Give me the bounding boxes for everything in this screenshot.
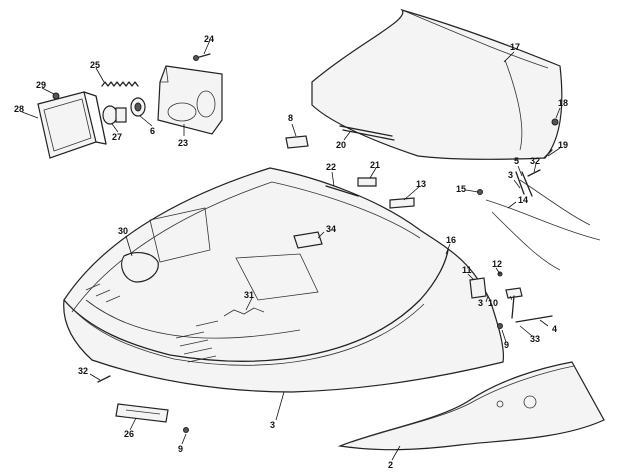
headlight-bulb [102, 105, 127, 125]
screw-9b [183, 427, 189, 433]
bolt-24 [193, 53, 211, 61]
screw-19 [543, 149, 553, 159]
headlight-bracket [157, 65, 223, 135]
callout-12: 12 [492, 259, 502, 269]
callout-5: 5 [514, 156, 519, 166]
callout-16: 16 [446, 235, 456, 245]
callout-32a: 32 [78, 366, 88, 376]
callout-25: 25 [90, 60, 100, 70]
hood-trim [63, 249, 449, 366]
callout-15: 15 [456, 184, 466, 194]
callout-18: 18 [558, 98, 568, 108]
decal-8 [285, 135, 309, 149]
callout-4: 4 [552, 324, 557, 334]
callout-21: 21 [370, 160, 380, 170]
latch-plate-26 [115, 403, 169, 423]
callout-33: 33 [530, 334, 540, 344]
callout-23: 23 [178, 138, 188, 148]
hood-linkage [485, 179, 601, 271]
latch-knob-10 [505, 287, 523, 319]
callout-8: 8 [288, 113, 293, 123]
hood [63, 167, 505, 393]
callout-1: 3 [270, 420, 275, 430]
latch-bracket-11 [469, 277, 487, 299]
callout-31: 31 [244, 290, 254, 300]
bulb-socket [130, 97, 146, 117]
callout-13: 13 [416, 179, 426, 189]
callout-24: 24 [204, 34, 214, 44]
callout-19: 19 [558, 140, 568, 150]
decal-21 [357, 177, 377, 187]
callout-28: 28 [14, 104, 24, 114]
windshield [311, 8, 563, 160]
trim-strip-22 [325, 185, 359, 197]
callout-27: 27 [112, 132, 122, 142]
callout-30: 30 [118, 226, 128, 236]
callout-29: 29 [36, 80, 46, 90]
callout-17: 17 [510, 42, 520, 52]
callout-labels: 3 2 3 3 4 5 6 8 9 9 10 11 12 13 14 15 16… [14, 34, 568, 470]
callout-3b: 3 [478, 298, 483, 308]
callout-26: 26 [124, 429, 134, 439]
washer-9a [497, 323, 503, 329]
headlight [37, 91, 107, 159]
leader-lines [21, 39, 561, 461]
windshield-trim [339, 125, 395, 141]
callout-9a: 9 [504, 340, 509, 350]
screw-18 [551, 118, 559, 126]
callout-3a: 3 [508, 170, 513, 180]
decal-13 [389, 197, 415, 209]
callout-10: 10 [488, 298, 498, 308]
callout-34: 34 [326, 224, 336, 234]
callout-20: 20 [336, 140, 346, 150]
screw-32b [527, 169, 541, 177]
callout-2: 2 [388, 460, 393, 470]
side-trim [337, 361, 605, 451]
rod-5 [515, 171, 533, 197]
callout-32b: 32 [530, 156, 540, 166]
vent-grille [121, 252, 159, 283]
emblem-34 [293, 231, 323, 249]
screw-29 [52, 92, 60, 100]
callout-9b: 9 [178, 444, 183, 454]
callout-22: 22 [326, 162, 336, 172]
spring [101, 81, 139, 87]
callout-14: 14 [518, 195, 528, 205]
screw-32a [97, 375, 111, 383]
latch-rod-4 [515, 315, 553, 323]
callout-6: 6 [150, 126, 155, 136]
pin-15 [477, 189, 483, 195]
callout-11: 11 [462, 265, 472, 275]
decal-31 [223, 307, 265, 317]
